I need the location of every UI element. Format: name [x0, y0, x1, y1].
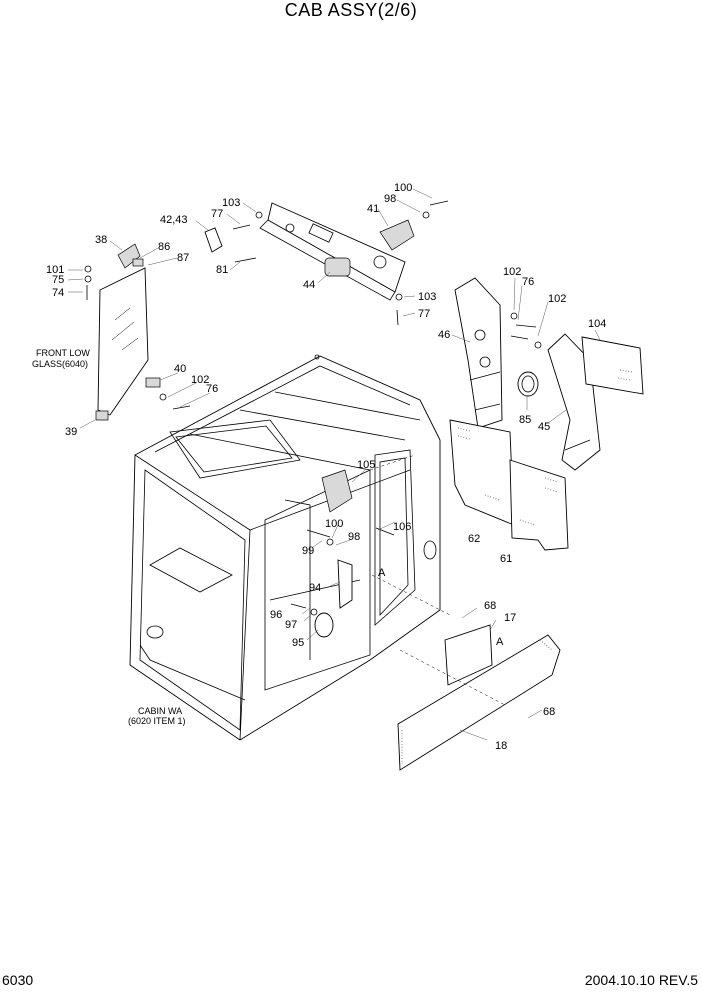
callout-77: 77: [418, 308, 430, 320]
page-number: 6030: [2, 972, 34, 988]
callout-86: 86: [158, 241, 170, 253]
panel-61: [509, 459, 569, 551]
callout-77: 77: [211, 208, 223, 220]
panel-17: [444, 624, 493, 686]
clip-41: [379, 219, 415, 251]
callout-106: 106: [393, 521, 411, 533]
page-title: CAB ASSY(2/6): [284, 0, 418, 20]
panel-62: [449, 419, 515, 526]
callout-39: 39: [65, 426, 77, 438]
grommet-85: [517, 371, 539, 397]
front-low-glass: [97, 267, 149, 416]
callout-42-43: 42,43: [160, 214, 188, 226]
callout-46: 46: [438, 329, 450, 341]
callout-99: 99: [302, 545, 314, 557]
cabin-note-line2: (6020 ITEM 1): [128, 716, 186, 726]
bracket-38: [117, 243, 141, 269]
pillar-cover-46: [454, 277, 503, 429]
callout-18: 18: [495, 740, 507, 752]
callout-labels: 100 98 41 103 77 42,43 38 86 87 101 75 7…: [32, 182, 606, 752]
callout-76: 76: [206, 383, 218, 395]
front-glass-note-line2: GLASS(6040): [32, 359, 88, 369]
callout-62: 62: [468, 533, 480, 545]
callout-102: 102: [503, 266, 521, 278]
callout-105: 105: [357, 459, 375, 471]
callout-102: 102: [548, 293, 566, 305]
callout-103: 103: [418, 291, 436, 303]
callout-103: 103: [222, 197, 240, 209]
callout-97: 97: [285, 619, 297, 631]
callout-94: 94: [309, 582, 321, 594]
callout-68: 68: [543, 706, 555, 718]
callout-75: 75: [52, 274, 64, 286]
callout-87: 87: [177, 252, 189, 264]
handle-94: [337, 559, 353, 609]
callout-A: A: [496, 636, 504, 648]
callout-85: 85: [519, 414, 531, 426]
callout-81: 81: [216, 264, 228, 276]
callout-76: 76: [522, 276, 534, 288]
bracket-42-43: [204, 227, 223, 253]
lock-95: [314, 612, 334, 638]
pad-104: [581, 336, 644, 395]
callout-40: 40: [174, 363, 186, 375]
leader-lines: [67, 188, 601, 741]
callout-41: 41: [367, 203, 379, 215]
front-glass-note-line1: FRONT LOW: [36, 348, 90, 358]
cabin-frame: [129, 354, 441, 741]
callout-101: 101: [46, 264, 64, 276]
callout-98: 98: [384, 193, 396, 205]
callout-68: 68: [484, 600, 496, 612]
callout-98: 98: [348, 531, 360, 543]
callout-17: 17: [504, 612, 516, 624]
callout-45: 45: [538, 421, 550, 433]
callout-104: 104: [588, 318, 606, 330]
hinge-105: [321, 469, 353, 513]
alignment-lines: [369, 454, 506, 706]
callout-100: 100: [325, 518, 343, 530]
callout-102: 102: [191, 374, 209, 386]
revision-date: 2004.10.10 REV.5: [584, 972, 698, 988]
callout-96: 96: [270, 609, 282, 621]
panel-18: [397, 634, 561, 771]
callout-44: 44: [303, 279, 315, 291]
bolts: [84, 200, 542, 616]
callout-74: 74: [52, 287, 64, 299]
callout-100: 100: [394, 182, 412, 194]
upper-beam: [259, 202, 406, 301]
callout-A: A: [378, 567, 386, 579]
cabin-note-line1: CABIN WA: [138, 706, 182, 716]
callout-61: 61: [500, 553, 512, 565]
callout-95: 95: [292, 637, 304, 649]
callout-38: 38: [95, 234, 107, 246]
